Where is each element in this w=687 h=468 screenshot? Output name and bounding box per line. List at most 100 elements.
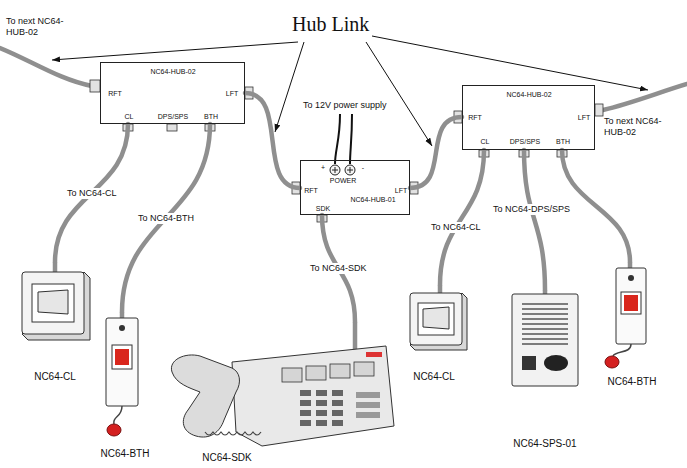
outer-cable <box>603 84 687 110</box>
switch-frame <box>418 303 454 335</box>
device-label: NC64-BTH <box>101 448 150 460</box>
port-label: RFT <box>468 114 482 122</box>
indicator-dot <box>119 325 125 331</box>
pull-cord <box>114 406 122 424</box>
keypad-key <box>300 410 311 416</box>
outer-cable <box>0 48 92 86</box>
wall-plate <box>22 272 84 334</box>
terminal-screw <box>332 167 338 173</box>
keypad-key <box>316 420 327 426</box>
port-label: CL <box>125 113 134 121</box>
rocker-switch <box>38 290 68 314</box>
wall-plate <box>106 318 138 406</box>
power-terminal <box>330 165 340 175</box>
port-label: - <box>362 164 364 172</box>
indicator-dot <box>628 275 634 281</box>
port-label: POWER <box>330 177 356 185</box>
keypad-key <box>316 390 327 396</box>
phone-body <box>232 346 394 446</box>
phone-indicator <box>366 352 382 357</box>
port-label: LFT <box>578 114 590 122</box>
port-label: LFT <box>226 90 238 98</box>
phone-handset <box>171 355 239 437</box>
keypad-key <box>316 400 327 406</box>
coiled-cord <box>205 432 261 435</box>
switch-frame <box>32 284 74 322</box>
keypad-key <box>300 390 311 396</box>
port-label: + <box>321 164 325 172</box>
panel-lamp <box>544 355 568 371</box>
hub-connector <box>90 80 100 92</box>
power-wire <box>350 114 352 164</box>
red-button <box>624 295 638 311</box>
cable-stub <box>353 322 358 350</box>
phone-key <box>282 368 302 382</box>
cable-label: To NC64-CL <box>430 222 482 233</box>
device-label: NC64-BTH <box>608 376 657 388</box>
wall-plate <box>616 268 646 344</box>
wall-plate <box>410 293 462 345</box>
plate-side <box>410 293 467 350</box>
keypad-key <box>300 400 311 406</box>
cable-label: To NC64-CL <box>66 188 118 199</box>
function-key <box>356 402 380 408</box>
device-box: NC64-BTH <box>92 312 158 462</box>
button-frame <box>112 345 132 369</box>
cable-label: To NC64-DPS/SPS <box>492 204 571 215</box>
device-box: NC64-BTH <box>600 262 665 390</box>
power-terminal <box>345 165 355 175</box>
device-label: NC64-SDK <box>202 452 251 464</box>
cable-label: To NC64-BTH <box>137 213 195 224</box>
power-wire <box>335 114 340 164</box>
port-label: SDK <box>316 205 330 213</box>
hub-name: NC64-HUB-02 <box>150 68 195 76</box>
port-label: CL <box>481 138 490 146</box>
speaker-panel <box>512 294 578 386</box>
cable-connector <box>562 150 630 262</box>
button-frame <box>621 292 641 314</box>
device-label: NC64-SPS-01 <box>513 438 576 450</box>
function-key <box>356 392 380 398</box>
device-label: NC64-CL <box>34 371 76 383</box>
keypad-key <box>332 390 343 396</box>
pull-cord <box>613 344 631 356</box>
cable-connector <box>55 124 128 262</box>
power-note: To 12V power supply <box>303 100 387 111</box>
phone-key <box>330 364 350 378</box>
function-key <box>356 412 380 418</box>
panel-button <box>522 356 536 370</box>
hub-connector <box>167 124 177 131</box>
device-box: NC64-CL <box>10 262 90 385</box>
hub-box: NC64-HUB-01 POWER + - RFT LFT SDK <box>300 160 410 215</box>
hub-name: NC64-HUB-01 <box>350 196 395 204</box>
red-button <box>115 349 129 365</box>
speaker-grille <box>522 304 568 344</box>
device-box: NC64-SDK <box>165 322 395 466</box>
cable-connector <box>122 124 210 312</box>
device-box: NC64-SPS-01 <box>505 290 585 452</box>
cable-label: To NC64-SDK <box>309 263 368 274</box>
port-label: LFT <box>395 187 407 195</box>
keypad-key <box>300 420 311 426</box>
pull-knob <box>605 356 619 368</box>
port-label: BTH <box>204 113 218 121</box>
keypad-key <box>316 410 327 416</box>
device-box: NC64-CL <box>398 285 470 385</box>
plate-side <box>22 272 90 340</box>
terminal-screw <box>347 167 353 173</box>
port-label: RFT <box>108 90 122 98</box>
hub-box: NC64-HUB-02RFTLFTCLDPS/SPSBTH <box>100 62 245 124</box>
hub-connector <box>595 104 603 116</box>
callout-arrow <box>52 42 298 60</box>
cable-connector <box>524 150 545 290</box>
keypad-key <box>332 420 343 426</box>
keypad-key <box>332 400 343 406</box>
port-label: RFT <box>304 187 318 195</box>
callout-arrow <box>275 42 304 132</box>
hub-box: NC64-HUB-02RFTLFTCLDPS/SPSBTH <box>462 85 595 150</box>
